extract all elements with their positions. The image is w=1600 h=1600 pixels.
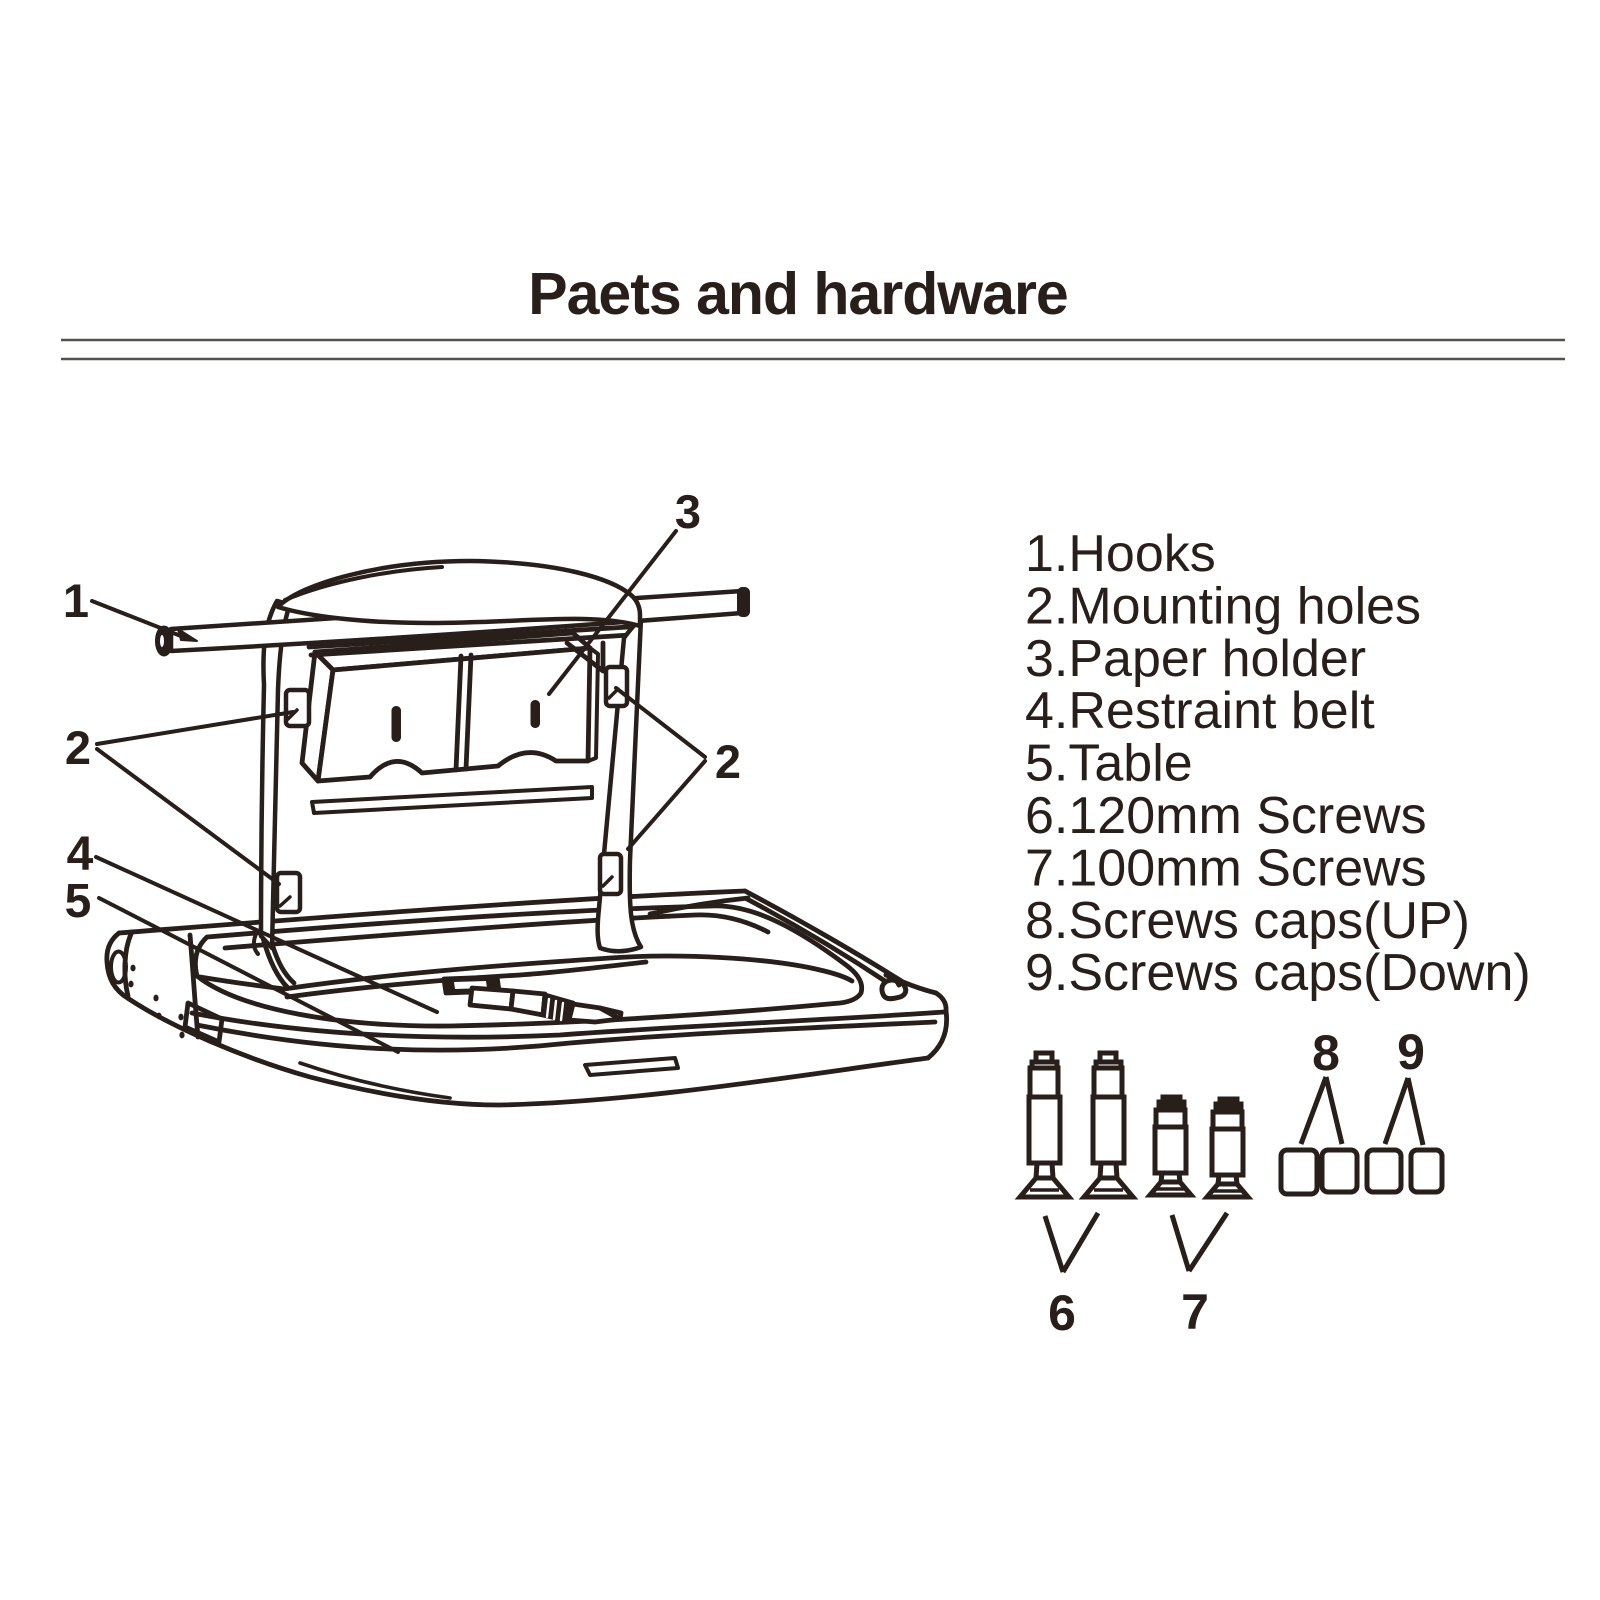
svg-text:5: 5 <box>65 875 92 928</box>
svg-text:8.Screws caps(UP): 8.Screws caps(UP) <box>1025 892 1470 950</box>
svg-text:9: 9 <box>1397 1024 1425 1080</box>
svg-text:6.120mm Screws: 6.120mm Screws <box>1025 787 1427 845</box>
svg-text:3: 3 <box>675 485 701 538</box>
svg-text:2: 2 <box>715 735 741 788</box>
svg-text:Paets and hardware: Paets and hardware <box>528 261 1067 327</box>
svg-text:2.Mounting holes: 2.Mounting holes <box>1025 577 1421 635</box>
svg-text:3.Paper holder: 3.Paper holder <box>1025 630 1366 688</box>
svg-text:2: 2 <box>65 721 91 774</box>
svg-text:4: 4 <box>67 828 94 881</box>
svg-text:6: 6 <box>1048 1285 1076 1341</box>
svg-text:4.Restraint belt: 4.Restraint belt <box>1025 682 1375 740</box>
svg-text:8: 8 <box>1312 1025 1340 1081</box>
svg-text:5.Table: 5.Table <box>1025 735 1193 793</box>
svg-text:7: 7 <box>1181 1284 1209 1340</box>
svg-text:1.Hooks: 1.Hooks <box>1025 525 1216 583</box>
svg-text:1: 1 <box>63 574 89 627</box>
svg-text:9.Screws caps(Down): 9.Screws caps(Down) <box>1025 944 1531 1002</box>
svg-text:7.100mm Screws: 7.100mm Screws <box>1025 839 1427 897</box>
